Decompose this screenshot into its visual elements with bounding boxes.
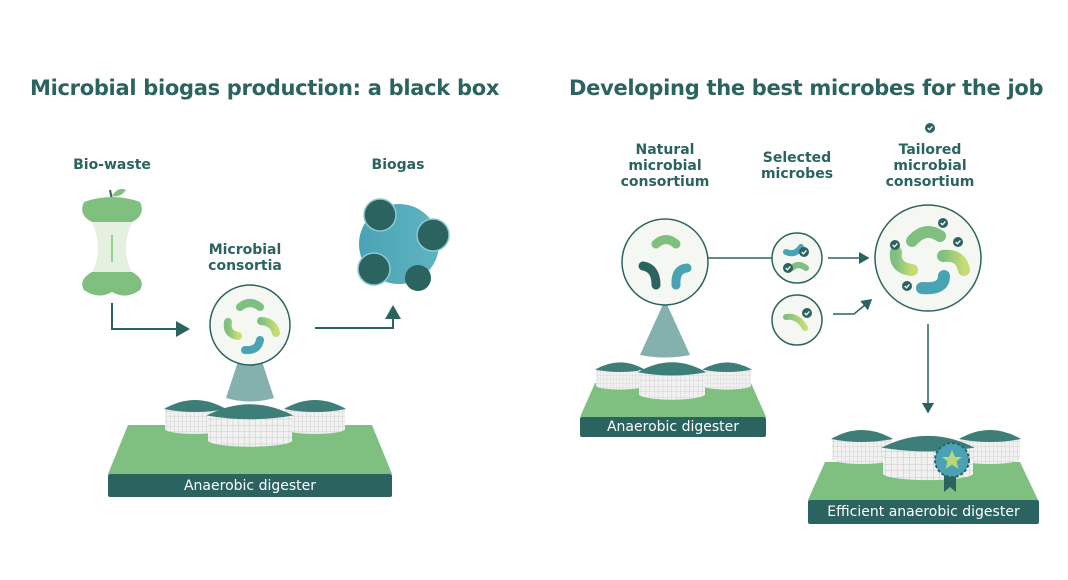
- anaerobic-digester-label-left: Anaerobic digester: [183, 478, 316, 494]
- tailored-consortium-label: Tailored microbial consortium: [885, 142, 975, 190]
- digester-right: [580, 300, 766, 437]
- arrow-selected2-to-tailored: [833, 299, 873, 315]
- left-panel-title: Microbial biogas production: a black box: [30, 76, 500, 100]
- right-panel-title: Developing the best microbes for the job: [569, 76, 1044, 100]
- microbial-consortia-bubble: [209, 284, 291, 366]
- selected-microbe-bubble-1: [771, 232, 823, 284]
- microbial-consortia-label: Microbial consortia: [208, 242, 282, 274]
- digester-left: [108, 325, 392, 497]
- digester-efficient: [808, 430, 1039, 524]
- quality-badge-icon: [934, 442, 970, 492]
- biogas-molecule-icon: [357, 198, 450, 291]
- natural-consortium-bubble: [621, 218, 709, 306]
- natural-consortium-label: Natural microbial consortium: [620, 142, 710, 190]
- tailored-consortium-bubble: [874, 204, 982, 312]
- bio-waste-label: Bio-waste: [73, 157, 151, 173]
- efficient-digester-label: Efficient anaerobic digester: [827, 504, 1020, 520]
- apple-core-icon: [82, 188, 142, 296]
- biogas-label: Biogas: [371, 157, 425, 173]
- arrow-digester-to-biogas: [315, 305, 401, 329]
- arrow-waste-to-digester: [111, 303, 190, 337]
- selected-microbe-bubble-2: [771, 294, 823, 346]
- selected-microbes-label: Selected microbes: [760, 150, 834, 182]
- anaerobic-digester-label-right: Anaerobic digester: [606, 419, 739, 435]
- check-icon: [924, 122, 936, 134]
